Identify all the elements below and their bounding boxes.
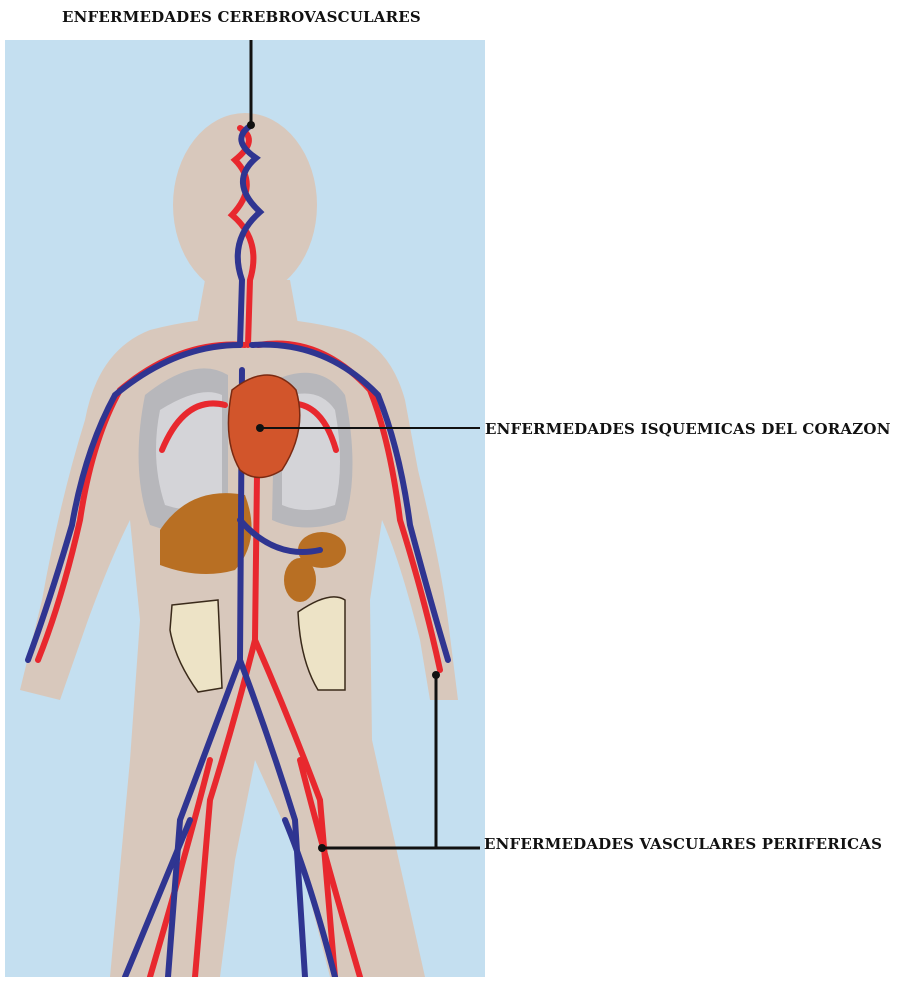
kidney — [284, 558, 316, 602]
label-peripheral-vascular-diseases: ENFERMEDADES VASCULARES PERIFERICAS — [484, 835, 882, 853]
leader-dot-perifericas-arm — [432, 671, 440, 679]
label-ischemic-heart-diseases: ENFERMEDADES ISQUEMICAS DEL CORAZON — [485, 420, 891, 438]
leader-dot-cerebro — [247, 121, 255, 129]
leader-dot-corazon — [256, 424, 264, 432]
leader-dot-perifericas-leg — [318, 844, 326, 852]
label-cerebrovascular-diseases: ENFERMEDADES CEREBROVASCULARES — [62, 8, 421, 26]
